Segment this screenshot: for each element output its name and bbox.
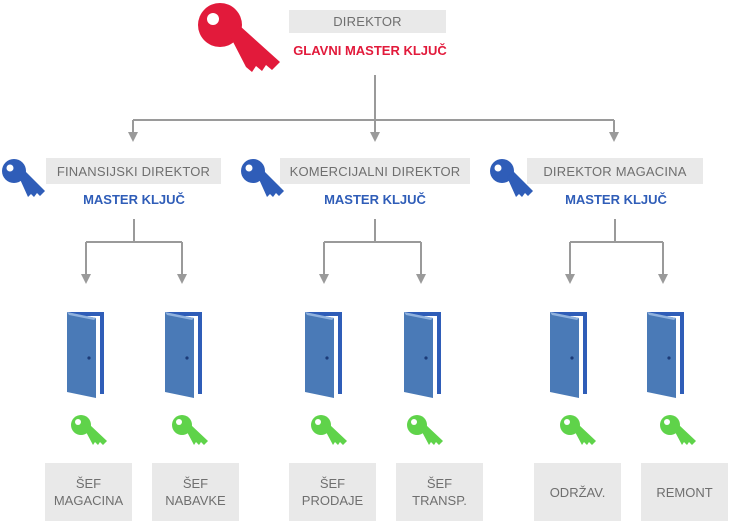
door-icon (67, 312, 104, 398)
door-label-line1: ŠEF (75, 476, 102, 491)
door-label-line1: ODRŽAV. (549, 484, 606, 500)
door-label-line1: ŠEF (426, 476, 453, 491)
green-key-icon (407, 415, 443, 445)
door-label-line2: MAGACINA (53, 493, 124, 508)
door-label-line2: NABAVKE (165, 493, 226, 508)
door-icon (550, 312, 587, 398)
door-label-line1: REMONT (656, 484, 713, 500)
manager-key-label: MASTER KLJUČ (565, 192, 667, 207)
door-icon (404, 312, 441, 398)
door-label: ŠEF MAGACINA (45, 463, 132, 521)
connector-line (570, 219, 663, 243)
door-label: REMONT (641, 463, 728, 521)
door-label-line2: PRODAJE (301, 493, 364, 508)
director-title: DIREKTOR (289, 10, 446, 33)
door-icon (165, 312, 202, 398)
door-label: ODRŽAV. (534, 463, 621, 521)
door-label: ŠEF PRODAJE (289, 463, 376, 521)
manager-key-label: MASTER KLJUČ (324, 192, 426, 207)
door-label: ŠEF TRANSP. (396, 463, 483, 521)
green-key-icon (172, 415, 208, 445)
door-label-line1: ŠEF (182, 476, 209, 491)
manager-title: KOMERCIJALNI DIREKTOR (280, 158, 470, 184)
door-icon (647, 312, 684, 398)
connector-line (86, 219, 182, 243)
door-label-line1: ŠEF (319, 476, 346, 491)
green-key-icon (560, 415, 596, 445)
red-key-icon (198, 3, 280, 72)
green-key-icon (71, 415, 107, 445)
connector-line (324, 219, 421, 243)
manager-title: DIREKTOR MAGACINA (527, 158, 703, 184)
door-label-line2: TRANSP. (412, 493, 467, 508)
door-icon (305, 312, 342, 398)
manager-key-label: MASTER KLJUČ (83, 192, 185, 207)
manager-title: FINANSIJSKI DIREKTOR (46, 158, 221, 184)
blue-key-icon (490, 159, 533, 197)
blue-key-icon (241, 159, 284, 197)
green-key-icon (311, 415, 347, 445)
director-key-label: GLAVNI MASTER KLJUČ (293, 43, 447, 58)
green-key-icon (660, 415, 696, 445)
door-label: ŠEF NABAVKE (152, 463, 239, 521)
blue-key-icon (2, 159, 45, 197)
